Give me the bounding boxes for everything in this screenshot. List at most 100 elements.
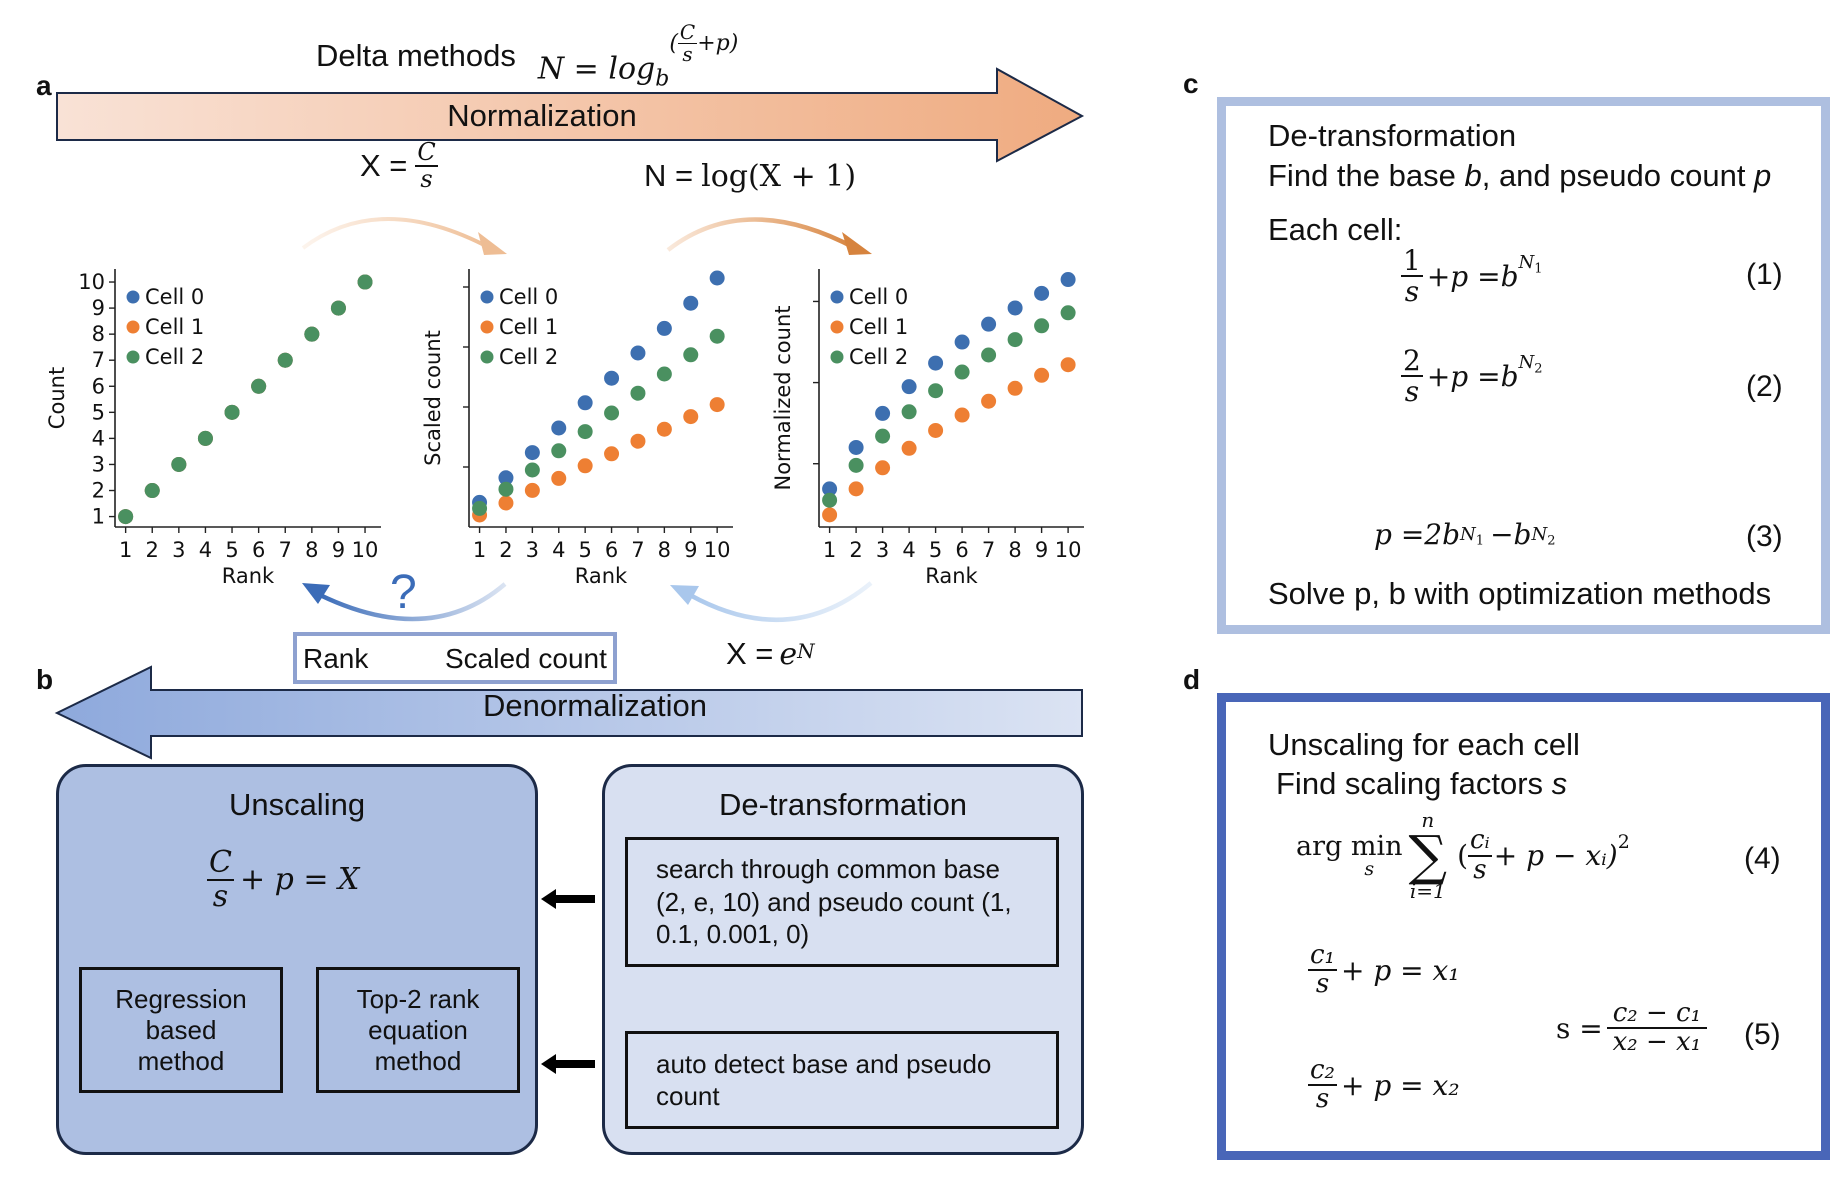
eq4-label: (4)	[1744, 842, 1781, 875]
exp-formula-exp: N	[797, 639, 815, 663]
eq5-num: c₂ − c₁	[1606, 999, 1708, 1030]
log-arc-arrowhead	[842, 232, 872, 255]
x-axis-label: Rank	[222, 564, 275, 588]
eq4-open: (	[1457, 839, 1468, 873]
data-point-cell-1	[656, 421, 672, 437]
x-tick-label: 1	[473, 538, 486, 562]
eq1-exp: N	[1518, 252, 1535, 274]
data-point-cell-2	[118, 509, 134, 525]
y-tick-label: 3	[92, 452, 105, 476]
eq4-num: cᵢ	[1468, 825, 1492, 857]
eq1-tail: +p =b	[1426, 259, 1519, 293]
legend-label: Cell 2	[849, 345, 908, 369]
regression-method-box[interactable]: Regression based method	[79, 967, 283, 1093]
eq5a-den: s	[1315, 969, 1330, 1000]
eq4-tail: + p − xᵢ)	[1493, 839, 1618, 873]
scale-arc-arrow	[301, 217, 491, 250]
delta-exp-tail: +p	[697, 30, 730, 56]
denormalization-arrow	[54, 665, 1083, 760]
legend-label: Cell 1	[145, 315, 204, 339]
data-point-cell-2	[630, 385, 646, 401]
data-point-cell-2	[498, 481, 514, 497]
x-tick-label: 5	[225, 538, 238, 562]
legend-label: Cell 0	[849, 285, 908, 309]
unscaling-title: Unscaling	[228, 787, 366, 822]
scale-arc-arrowhead	[478, 232, 507, 255]
eq2-num: 2	[1401, 344, 1423, 378]
data-point-cell-1	[1060, 357, 1076, 373]
data-point-cell-2	[875, 428, 891, 444]
data-point-cell-2	[683, 347, 699, 363]
data-point-cell-0	[875, 405, 891, 421]
delta-exp-num: C	[677, 20, 698, 44]
panel-c-subtitle-pre: Find the base	[1268, 158, 1465, 194]
eq2-sub: 2	[1534, 361, 1543, 377]
delta-formula-lhs: N = log	[537, 51, 656, 87]
eq5b-tail: + p = x₂	[1340, 1068, 1460, 1102]
data-point-cell-2	[656, 366, 672, 382]
eq3-label: (3)	[1746, 520, 1783, 553]
data-point-cell-0	[928, 355, 944, 371]
panel-c-each-cell: Each cell:	[1268, 212, 1403, 247]
data-point-cell-2	[577, 424, 593, 440]
legend-marker	[126, 350, 140, 364]
exp-arc-arrowhead	[670, 585, 699, 605]
x-tick-label: 10	[1055, 538, 1082, 562]
scale-formula-den: s	[420, 165, 433, 194]
panel-c-heading: De-transformation Find the base b, and p…	[1268, 116, 1771, 197]
eq5a-tail: + p = x₁	[1340, 953, 1460, 987]
data-point-cell-2	[1034, 318, 1050, 334]
x-tick-label: 4	[199, 538, 212, 562]
data-point-cell-2	[277, 352, 293, 368]
eq2-exp: N	[1518, 352, 1535, 374]
eq1-label: (1)	[1746, 258, 1783, 291]
log-formula-rhs: log(X + 1)	[701, 158, 857, 194]
panel-c-subtitle: Find the base b, and pseudo count p	[1268, 156, 1771, 196]
y-axis-label: Normalized count	[771, 305, 795, 490]
legend-marker	[480, 320, 494, 334]
data-point-cell-1	[604, 446, 620, 462]
data-point-cell-0	[709, 270, 725, 286]
eq3-mid: −b	[1490, 518, 1532, 551]
data-point-cell-0	[656, 320, 672, 336]
exp-formula-lhs: X =	[726, 636, 774, 671]
data-point-cell-1	[577, 458, 593, 474]
data-point-cell-2	[144, 483, 160, 499]
data-point-cell-1	[551, 470, 567, 486]
data-point-cell-1	[928, 422, 944, 438]
x-tick-label: 9	[332, 538, 345, 562]
x-tick-label: 9	[684, 538, 697, 562]
x-tick-label: 2	[499, 538, 512, 562]
eq3-exp2: N	[1531, 524, 1548, 545]
panel-d-title: Unscaling for each cell	[1268, 727, 1580, 762]
data-point-cell-1	[981, 393, 997, 409]
search-base-box[interactable]: search through common base (2, e, 10) an…	[625, 837, 1059, 967]
data-point-cell-1	[630, 433, 646, 449]
data-point-cell-1	[822, 507, 838, 523]
left-arrow-2	[541, 1054, 595, 1074]
scale-formula-lhs: X =	[360, 148, 408, 184]
top2-rank-method-box[interactable]: Top-2 rank equation method	[316, 967, 520, 1093]
auto-detect-label: auto detect base and pseudo count	[656, 1048, 992, 1112]
x-tick-label: 8	[658, 538, 671, 562]
x-tick-label: 9	[1035, 538, 1048, 562]
y-tick-label: 1	[92, 505, 105, 529]
unscaling-formula-tail: + p = X	[239, 862, 360, 897]
legend-marker	[126, 290, 140, 304]
data-point-cell-0	[1060, 272, 1076, 288]
data-point-cell-2	[524, 462, 540, 478]
normalization-label: Normalization	[447, 98, 637, 133]
auto-detect-box[interactable]: auto detect base and pseudo count	[625, 1031, 1059, 1129]
x-tick-label: 2	[146, 538, 159, 562]
